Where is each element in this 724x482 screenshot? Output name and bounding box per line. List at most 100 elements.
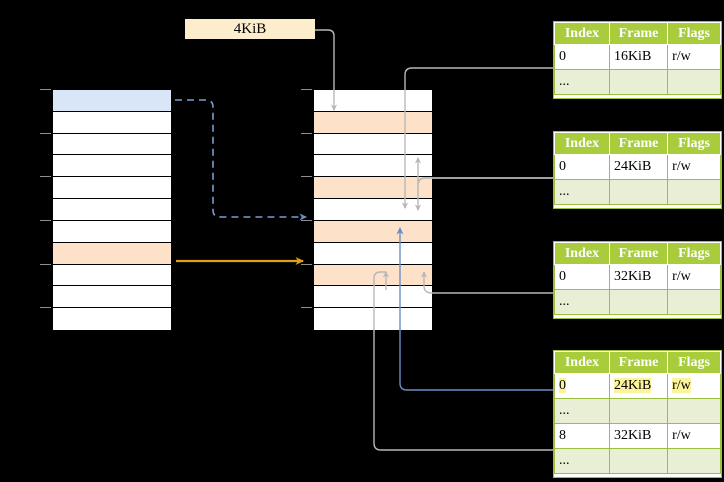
cell-flags: r/w [667,154,721,180]
cell-index: ... [554,448,610,474]
virtual-page-tick [40,263,51,265]
table-header-row: Index Frame Flags [554,242,721,265]
size-label-4kib: 4KiB [185,19,315,39]
table-row[interactable]: ... [554,398,721,424]
th-index: Index [554,242,610,265]
virtual-page-tick [40,307,51,309]
th-index: Index [554,22,610,45]
cell-frame: 16KiB [608,44,669,70]
physical-frame-row[interactable] [314,199,432,221]
cell-frame: 32KiB [608,264,669,290]
physical-frame-row[interactable] [314,220,432,243]
cell-flags: r/w [667,264,721,290]
virtual-page-row[interactable] [53,242,171,265]
virtual-page-row[interactable] [53,308,171,330]
page-table-4: Index Frame Flags 0 24KiB r/w ... 8 32Ki… [553,350,722,478]
cell-flags-text: r/w [672,378,691,393]
virtual-page-row[interactable] [53,111,171,134]
table-row[interactable]: ... [554,69,721,95]
table-row[interactable]: ... [554,448,721,474]
table-header-row: Index Frame Flags [554,351,721,374]
cell-flags: r/w [667,44,721,70]
table-row[interactable]: 0 24KiB r/w [554,154,721,180]
physical-frame-row[interactable] [314,286,432,309]
table-row[interactable]: ... [554,179,721,205]
th-frame: Frame [608,132,669,155]
th-frame: Frame [608,242,669,265]
cell-flags [667,69,721,95]
connector-pt3-to-frame [420,271,553,294]
physical-frame-tick [301,307,312,309]
virtual-page-row[interactable] [53,199,171,221]
virtual-page-row[interactable] [53,220,171,243]
th-frame: Frame [608,351,669,374]
th-flags: Flags [667,22,721,45]
cell-index: ... [554,398,610,424]
physical-frame-row[interactable] [314,177,432,200]
virtual-page-row[interactable] [53,155,171,178]
th-flags: Flags [667,132,721,155]
physical-frame-row[interactable] [314,155,432,178]
physical-frame-row[interactable] [314,264,432,287]
page-table-1-grid: Index Frame Flags 0 16KiB r/w ... [554,22,721,95]
cell-flags: r/w [667,423,721,449]
virtual-page-row[interactable] [53,177,171,200]
th-index: Index [554,132,610,155]
cell-index: 0 [554,154,610,180]
virtual-page-row[interactable] [53,90,171,112]
cell-index: ... [554,69,610,95]
physical-frame-row[interactable] [314,308,432,330]
connector-virtual-page-dashed [175,99,307,221]
cell-index: 0 [554,264,610,290]
cell-frame [608,398,669,424]
cell-index-text: 0 [559,378,566,393]
th-index: Index [554,351,610,374]
table-header-row: Index Frame Flags [554,132,721,155]
virtual-page-tick [40,219,51,221]
cell-index: 0 [554,44,610,70]
physical-frame-row[interactable] [314,242,432,265]
cell-flags [667,398,721,424]
connector-pt2-to-frame [414,157,553,186]
table-row[interactable]: 0 16KiB r/w [554,44,721,70]
cell-frame: 32KiB [608,423,669,449]
th-flags: Flags [667,242,721,265]
virtual-page-tick [40,176,51,178]
cell-flags [667,179,721,205]
page-table-2-grid: Index Frame Flags 0 24KiB r/w ... [554,132,721,205]
page-table-3-grid: Index Frame Flags 0 32KiB r/w ... [554,242,721,315]
table-row[interactable]: 8 32KiB r/w [554,423,721,449]
size-label-text: 4KiB [233,21,267,37]
physical-frame-row[interactable] [314,133,432,156]
virtual-page-row[interactable] [53,264,171,287]
page-table-2: Index Frame Flags 0 24KiB r/w ... [553,131,722,209]
cell-frame-text: 24KiB [613,378,652,393]
physical-frame-tick [301,89,312,90]
cell-frame: 24KiB [608,373,669,399]
table-row[interactable]: ... [554,289,721,315]
virtual-page-row[interactable] [53,133,171,156]
th-frame: Frame [608,22,669,45]
physical-frame-tick [301,219,312,221]
cell-index: 0 [554,373,610,399]
cell-index: ... [554,289,610,315]
physical-frame-row[interactable] [314,90,432,112]
cell-flags [667,448,721,474]
physical-frame-tick [301,263,312,265]
virtual-page-row[interactable] [53,286,171,309]
cell-frame [608,448,669,474]
cell-index: ... [554,179,610,205]
table-row[interactable]: 0 24KiB r/w [554,373,721,399]
page-table-4-grid: Index Frame Flags 0 24KiB r/w ... 8 32Ki… [554,351,721,474]
cell-frame [608,289,669,315]
cell-index: 8 [554,423,610,449]
page-table-3: Index Frame Flags 0 32KiB r/w ... [553,241,722,319]
table-row[interactable]: 0 32KiB r/w [554,264,721,290]
physical-frame-row[interactable] [314,111,432,134]
virtual-page-tick [40,132,51,134]
physical-frame-tick [301,176,312,178]
physical-frame-tick [301,132,312,134]
cell-flags [667,289,721,315]
cell-frame [608,179,669,205]
